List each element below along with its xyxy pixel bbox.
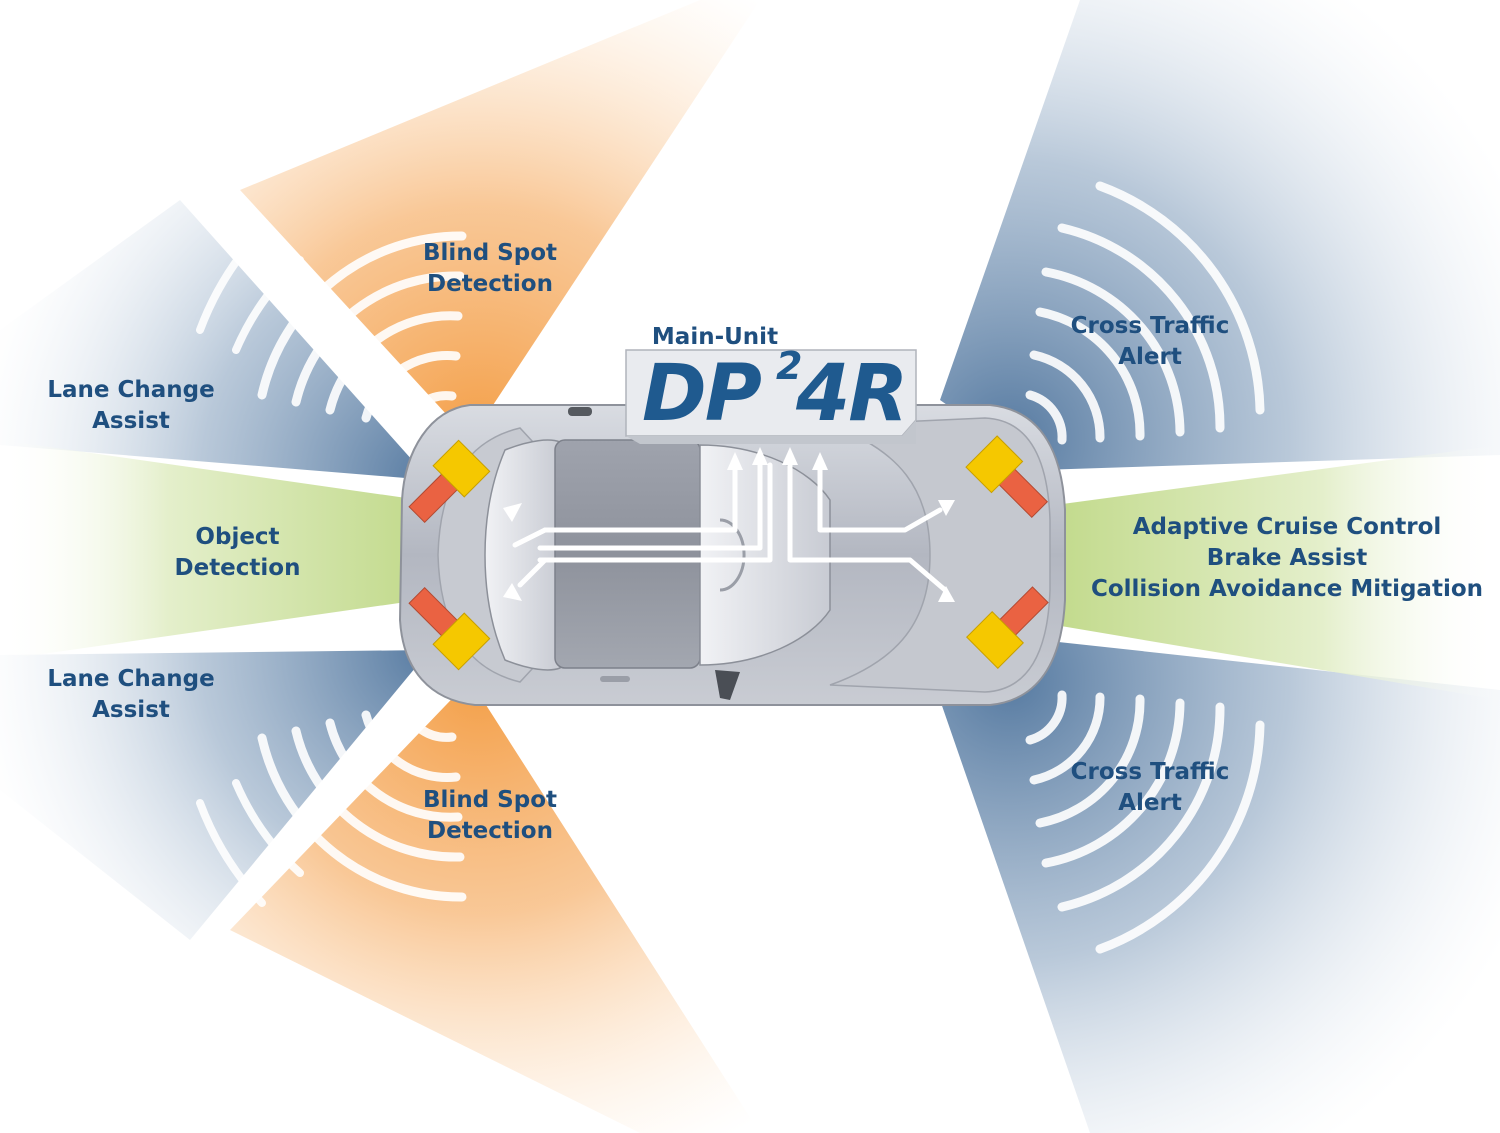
zone-cross-traffic-bottom: [940, 640, 1500, 1133]
car-top-view: [398, 404, 1066, 706]
signal-arrows: [512, 462, 948, 593]
zone-lane-change-bottom: [0, 650, 430, 940]
zone-front-detection: [1055, 445, 1500, 700]
brand-superscript: 2: [776, 344, 803, 388]
label-blind-spot-top: Blind Spot Detection: [423, 240, 557, 297]
main-unit-name: DP 2 4R: [626, 346, 916, 442]
zone-blind-spot-bottom: [230, 680, 760, 1133]
zone-cross-traffic-top: [940, 0, 1500, 470]
sensor-front-right: [966, 586, 1049, 669]
mirror-right: [715, 670, 740, 700]
door-handle-right: [600, 676, 630, 682]
zone-blind-spot-top: [240, 0, 760, 440]
brand-tail: 4R: [796, 349, 908, 439]
label-cross-traffic-top: Cross Traffic Alert: [1070, 313, 1230, 370]
label-blind-spot-bottom: Blind Spot Detection: [423, 787, 557, 844]
label-front-detection: Adaptive Cruise Control Brake Assist Col…: [1090, 514, 1484, 602]
main-unit-box: [625, 349, 917, 444]
car-roof: [554, 439, 701, 669]
sensor-front-left: [965, 435, 1049, 519]
antenna: [568, 407, 592, 416]
label-lane-change-bottom: Lane Change Assist: [47, 666, 215, 723]
sensor-rear-left: [408, 439, 491, 524]
main-unit-caption: Main-Unit: [651, 324, 779, 350]
zone-object-detection: [0, 440, 420, 660]
steering-wheel: [719, 518, 746, 592]
rear-window: [484, 439, 561, 671]
zone-lane-change-top: [0, 200, 430, 480]
label-object-detection: Object Detection: [174, 524, 301, 581]
sensor-rear-right: [408, 586, 491, 671]
label-lane-change-top: Lane Change Assist: [47, 377, 215, 434]
arrow-heads: [503, 447, 955, 602]
radar-waves: [196, 181, 1265, 954]
label-cross-traffic-bottom: Cross Traffic Alert: [1070, 759, 1230, 816]
brand-main: DP: [642, 349, 762, 439]
